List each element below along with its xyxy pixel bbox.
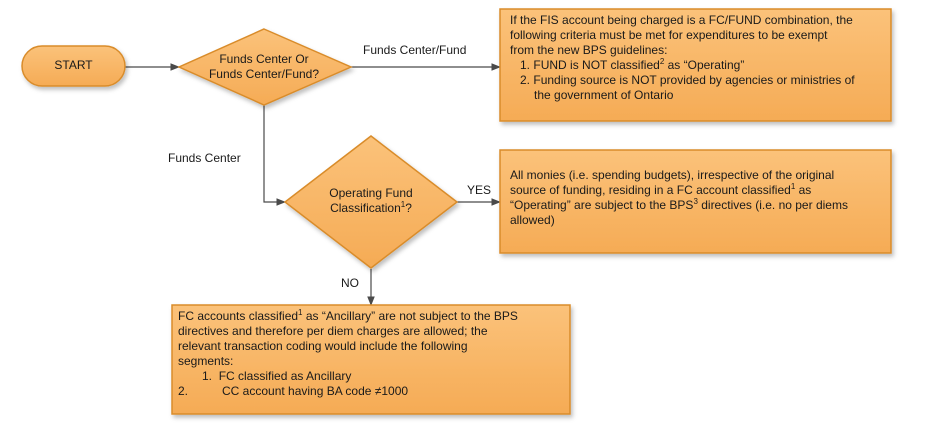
decision2-line1: Operating Fund xyxy=(329,186,413,200)
decision2-text: Operating Fund Classification1? xyxy=(291,186,451,216)
ancillary-item-1: 1. FC classified as Ancillary xyxy=(202,369,352,383)
ancillary-line4: segments: xyxy=(178,354,234,368)
fund-criteria-line2: following criteria must be met for expen… xyxy=(510,28,828,42)
start-label: START xyxy=(54,58,93,72)
decision1-text: Funds Center Or Funds Center/Fund? xyxy=(185,52,343,82)
fund-criteria-list: 1. FUND is NOT classified2 as “Operating… xyxy=(510,58,888,103)
ancillary-box xyxy=(171,304,571,415)
edge-label-yes: YES xyxy=(467,183,492,197)
edge-label-funds-center-fund: Funds Center/Fund xyxy=(363,43,467,57)
operating-line1: All monies (i.e. spending budgets), irre… xyxy=(510,168,835,182)
fund-criteria-item-2: 2. Funding source is NOT provided by age… xyxy=(520,73,855,87)
ancillary-line2: directives and therefore per diem charge… xyxy=(178,324,488,338)
edge-label-funds-center: Funds Center xyxy=(168,151,241,165)
edge-label-no: NO xyxy=(341,276,359,290)
fund-criteria-text: If the FIS account being charged is a FC… xyxy=(510,13,888,103)
ancillary-line1: FC accounts classified1 as “Ancillary” a… xyxy=(178,308,518,324)
ancillary-text: FC accounts classified1 as “Ancillary” a… xyxy=(178,309,566,399)
operating-line4: allowed) xyxy=(510,213,555,227)
operating-line2: source of funding, residing in a FC acco… xyxy=(510,182,812,198)
decision1-line1: Funds Center Or xyxy=(219,52,309,66)
start-terminator xyxy=(21,45,126,87)
fund-criteria-box xyxy=(499,8,892,122)
ancillary-line3: relevant transaction coding would includ… xyxy=(178,339,468,353)
fund-criteria-line3: from the new BPS guidelines: xyxy=(510,43,668,57)
operating-line3: “Operating” are subject to the BPS3 dire… xyxy=(510,197,848,213)
decision1-line2: Funds Center/Fund? xyxy=(208,67,320,81)
ancillary-item-2: 2.CC account having BA code ≠1000 xyxy=(178,384,409,398)
operating-text: All monies (i.e. spending budgets), irre… xyxy=(510,168,888,228)
fund-criteria-line1: If the FIS account being charged is a FC… xyxy=(510,13,853,27)
operating-box xyxy=(499,149,892,254)
decision2-diamond xyxy=(283,135,459,269)
decision2-line2: Classification1? xyxy=(330,200,412,216)
fund-criteria-item-1: 1. FUND is NOT classified2 as “Operating… xyxy=(520,57,745,73)
decision1-diamond xyxy=(177,28,353,106)
connector-decision1-to-decision2 xyxy=(263,105,286,206)
fund-criteria-item-2-cont: the government of Ontario xyxy=(534,88,674,102)
